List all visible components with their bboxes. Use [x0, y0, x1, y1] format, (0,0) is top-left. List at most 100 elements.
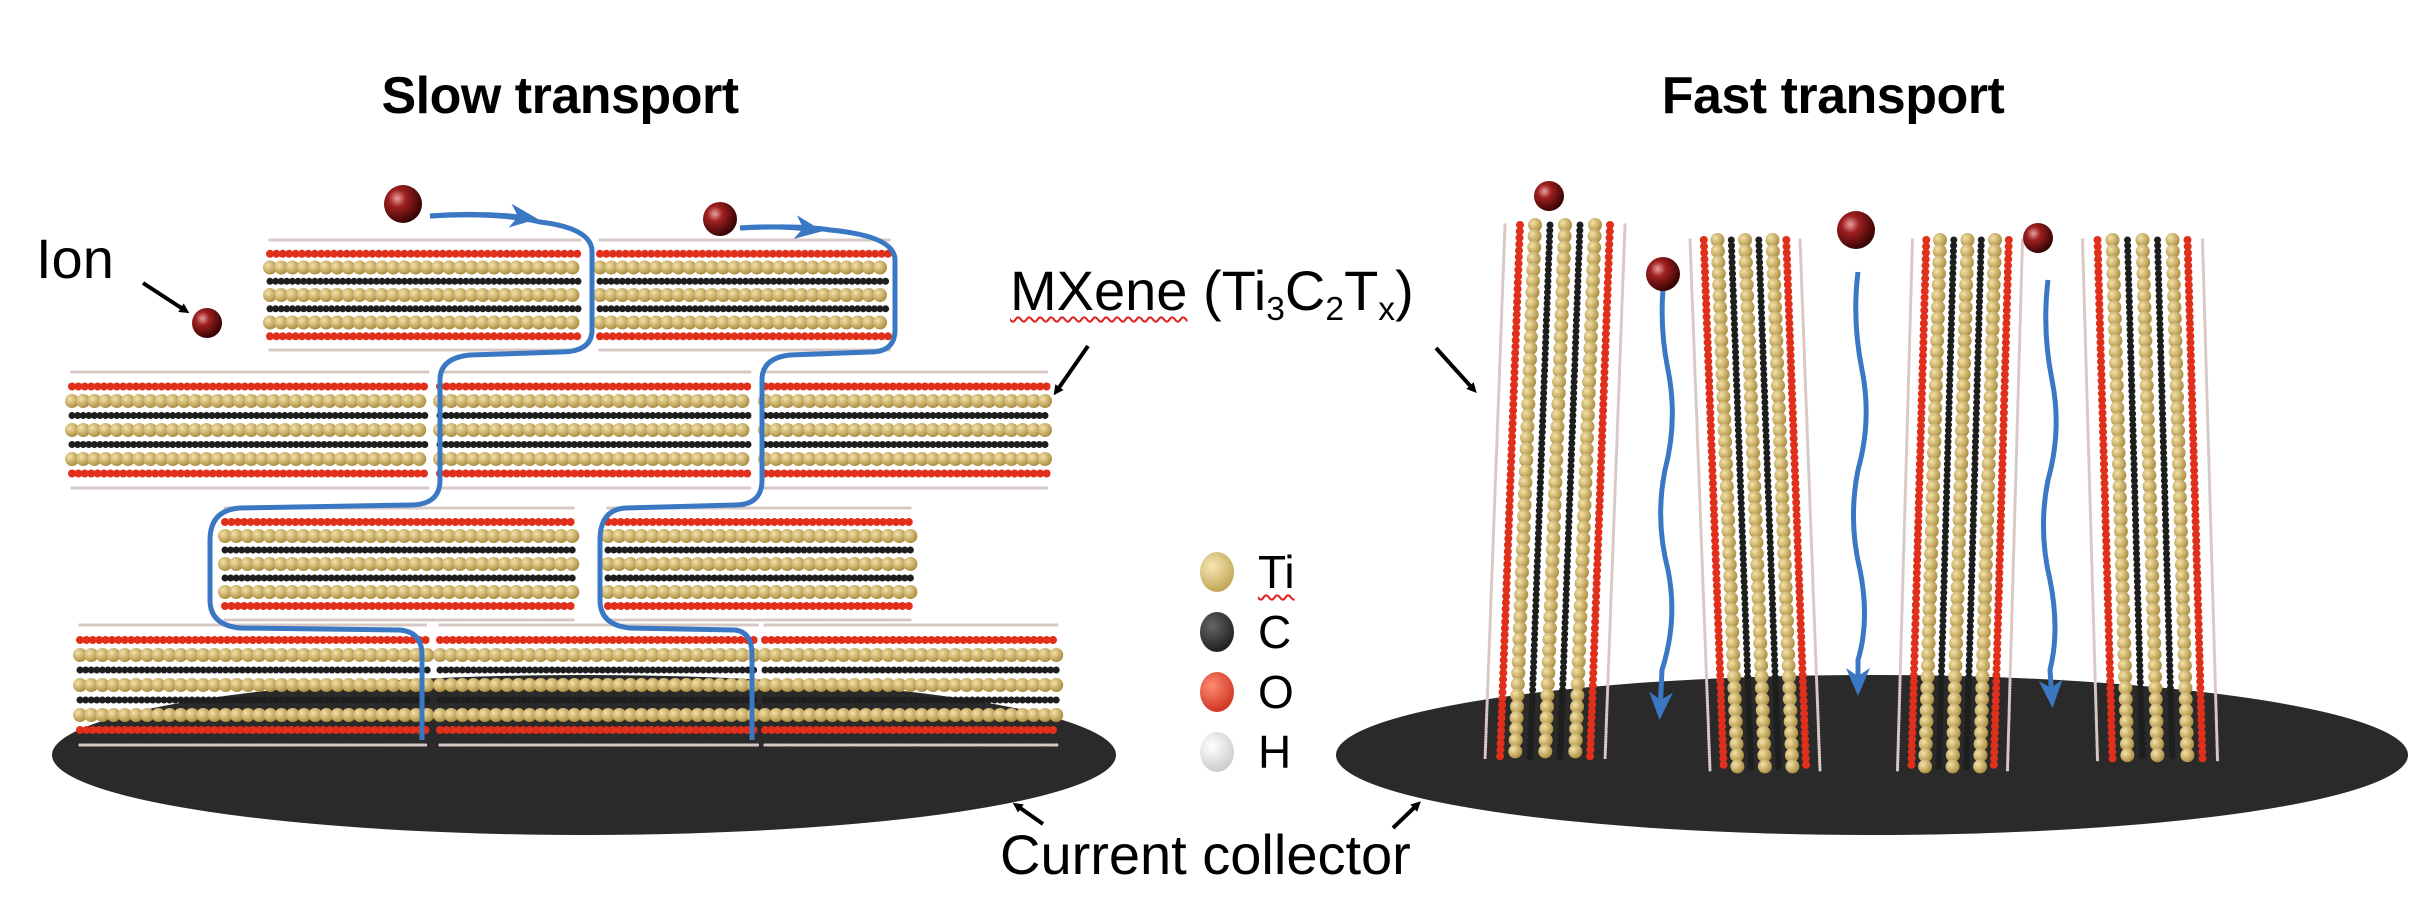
- c-atom: [421, 412, 429, 419]
- c-atom: [389, 305, 397, 313]
- o-atom: [310, 332, 319, 341]
- h-atom: [652, 238, 656, 242]
- c-atom: [462, 305, 470, 313]
- h-atom: [864, 238, 868, 242]
- h-atom: [278, 348, 282, 352]
- o-atom: [445, 249, 454, 258]
- o-atom: [342, 332, 351, 341]
- o-atom: [381, 332, 390, 341]
- h-atom: [373, 238, 377, 242]
- h-atom: [347, 348, 351, 352]
- c-atom: [288, 305, 296, 313]
- h-atom: [457, 348, 461, 352]
- ti-atom: [319, 260, 333, 275]
- o-atom: [266, 249, 274, 258]
- mxene-slab: [218, 506, 580, 622]
- mxene-slab: [433, 370, 752, 490]
- ti-atom: [565, 288, 580, 302]
- h-atom: [311, 348, 316, 352]
- c-atom: [288, 277, 296, 285]
- h-atom: [849, 238, 853, 242]
- h-atom: [601, 238, 605, 242]
- c-atom: [350, 305, 358, 313]
- h-atom: [506, 238, 510, 242]
- o-atom: [692, 249, 700, 258]
- c-atom: [552, 305, 560, 313]
- o-atom: [509, 332, 518, 341]
- h-atom: [422, 348, 426, 352]
- o-atom: [278, 332, 287, 341]
- ti-atom: [307, 288, 322, 302]
- mxene-slab: [593, 238, 892, 352]
- h-atom: [368, 238, 372, 242]
- ti-atom: [319, 288, 333, 302]
- o-atom: [477, 332, 486, 341]
- o-atom: [743, 382, 752, 391]
- o-atom: [342, 249, 351, 258]
- ti-atom: [903, 557, 918, 571]
- o-atom: [621, 249, 630, 258]
- ti-atom: [341, 315, 356, 330]
- o-atom: [278, 249, 287, 258]
- c-atom: [266, 277, 274, 285]
- h-atom: [616, 238, 620, 242]
- o-atom: [355, 249, 364, 258]
- c-atom: [384, 305, 392, 313]
- h-atom: [767, 238, 771, 242]
- h-atom: [268, 238, 272, 242]
- o-atom: [743, 469, 752, 478]
- h-atom: [647, 238, 651, 242]
- c-atom: [316, 277, 324, 285]
- h-atom: [657, 238, 661, 242]
- ti-atom: [419, 315, 434, 330]
- o-atom: [573, 332, 582, 341]
- h-atom: [675, 238, 679, 242]
- ti-atom: [352, 288, 367, 302]
- h-atom: [383, 348, 387, 352]
- o-atom: [381, 249, 390, 258]
- h-atom: [399, 348, 403, 352]
- o-atom: [406, 332, 415, 341]
- o-atom: [362, 332, 370, 341]
- h-atom: [613, 238, 618, 242]
- h-atom: [370, 238, 374, 242]
- c-atom: [333, 305, 341, 313]
- h-atom: [552, 238, 556, 242]
- h-atom: [748, 486, 752, 490]
- h-atom: [281, 348, 285, 352]
- h-atom: [294, 348, 298, 352]
- c-atom: [906, 574, 914, 582]
- h-atom: [498, 238, 502, 242]
- h-atom: [755, 743, 760, 747]
- h-atom: [276, 348, 280, 352]
- h-atom: [491, 238, 495, 242]
- ti-atom: [520, 260, 535, 275]
- h-atom: [299, 348, 303, 352]
- o-atom: [426, 332, 434, 341]
- h-atom: [713, 238, 717, 242]
- ti-atom: [330, 288, 345, 302]
- h-atom: [329, 348, 333, 352]
- h-atom: [501, 348, 505, 352]
- h-atom: [319, 348, 323, 352]
- c-atom: [328, 277, 336, 285]
- mxene-slab: [263, 238, 582, 352]
- h-atom: [337, 238, 341, 242]
- h-atom: [445, 238, 449, 242]
- h-atom: [317, 238, 321, 242]
- o-atom: [394, 249, 402, 258]
- o-atom: [534, 332, 543, 341]
- h-atom: [644, 238, 648, 242]
- h-atom: [685, 238, 689, 242]
- o-atom: [317, 332, 326, 341]
- h-atom: [345, 348, 349, 352]
- c-atom: [451, 305, 459, 313]
- c-atom: [294, 305, 302, 313]
- h-atom: [550, 238, 554, 242]
- c-atom: [479, 277, 487, 285]
- ti-atom: [375, 315, 389, 330]
- h-atom: [764, 238, 769, 242]
- ti-atom: [543, 315, 557, 330]
- ti-atom: [735, 394, 750, 408]
- o-atom: [413, 249, 422, 258]
